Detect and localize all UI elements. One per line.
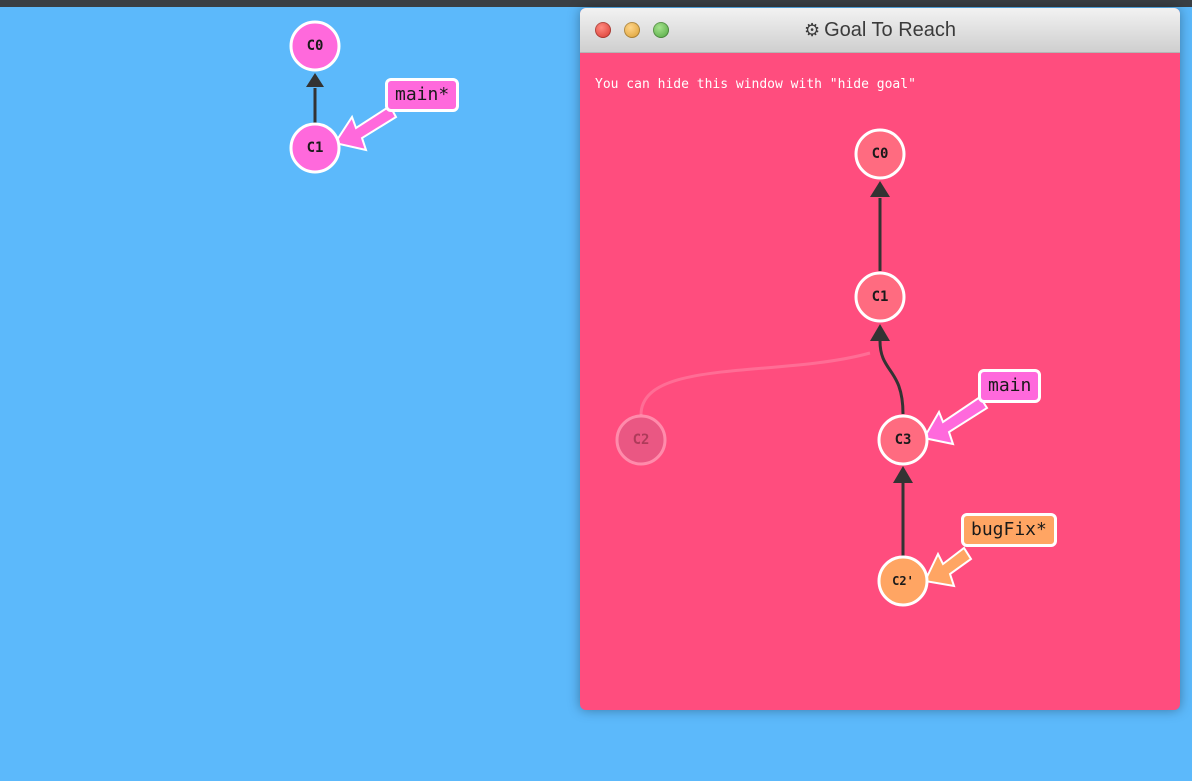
branch-tag-bugfix[interactable]: bugFix* (961, 513, 1057, 547)
goal-window[interactable]: ⚙Goal To Reach You can hide this window … (580, 8, 1180, 710)
main-branch-arrow (922, 395, 989, 446)
goal-title-text: Goal To Reach (824, 19, 957, 41)
commit-node-c0[interactable]: C0 (854, 128, 906, 180)
commit-label: C3 (895, 432, 912, 448)
arrowhead-icon (893, 466, 913, 483)
hide-goal-hint: You can hide this window with "hide goal… (595, 77, 916, 92)
commit-node-c1[interactable]: C1 (289, 122, 341, 174)
close-window-button[interactable] (595, 22, 611, 38)
commit-label: C0 (872, 146, 889, 162)
maximize-window-button[interactable] (653, 22, 669, 38)
goal-graph: C2 C0 C1 C3 C2' (615, 128, 989, 607)
edge-c2-c1 (639, 351, 871, 416)
commit-label: C1 (872, 289, 889, 305)
branch-tag-main[interactable]: main* (385, 78, 460, 112)
commit-node-c2prime[interactable]: C2' (877, 555, 929, 607)
gear-icon: ⚙ (803, 20, 821, 40)
minimize-window-button[interactable] (624, 22, 640, 38)
main-branch-arrow (333, 104, 398, 152)
commit-node-c0[interactable]: C0 (289, 20, 341, 72)
arrowhead-icon (870, 324, 890, 341)
commit-label: C1 (307, 140, 324, 156)
commit-node-c3[interactable]: C3 (877, 414, 929, 466)
arrowhead-icon (870, 181, 890, 197)
branch-tag-main[interactable]: main (978, 369, 1042, 403)
commit-label: C0 (307, 38, 324, 54)
commit-label: C2 (633, 432, 650, 448)
top-bar (0, 0, 1192, 7)
bugfix-branch-arrow (923, 546, 973, 588)
commit-node-c2[interactable]: C2 (615, 414, 667, 466)
edge-c3-c1 (878, 340, 905, 415)
goal-titlebar[interactable]: ⚙Goal To Reach (580, 8, 1180, 53)
arrowhead-icon (306, 73, 324, 87)
goal-title: ⚙Goal To Reach (580, 8, 1180, 52)
commit-label: C2' (892, 574, 914, 588)
commit-node-c1[interactable]: C1 (854, 271, 906, 323)
